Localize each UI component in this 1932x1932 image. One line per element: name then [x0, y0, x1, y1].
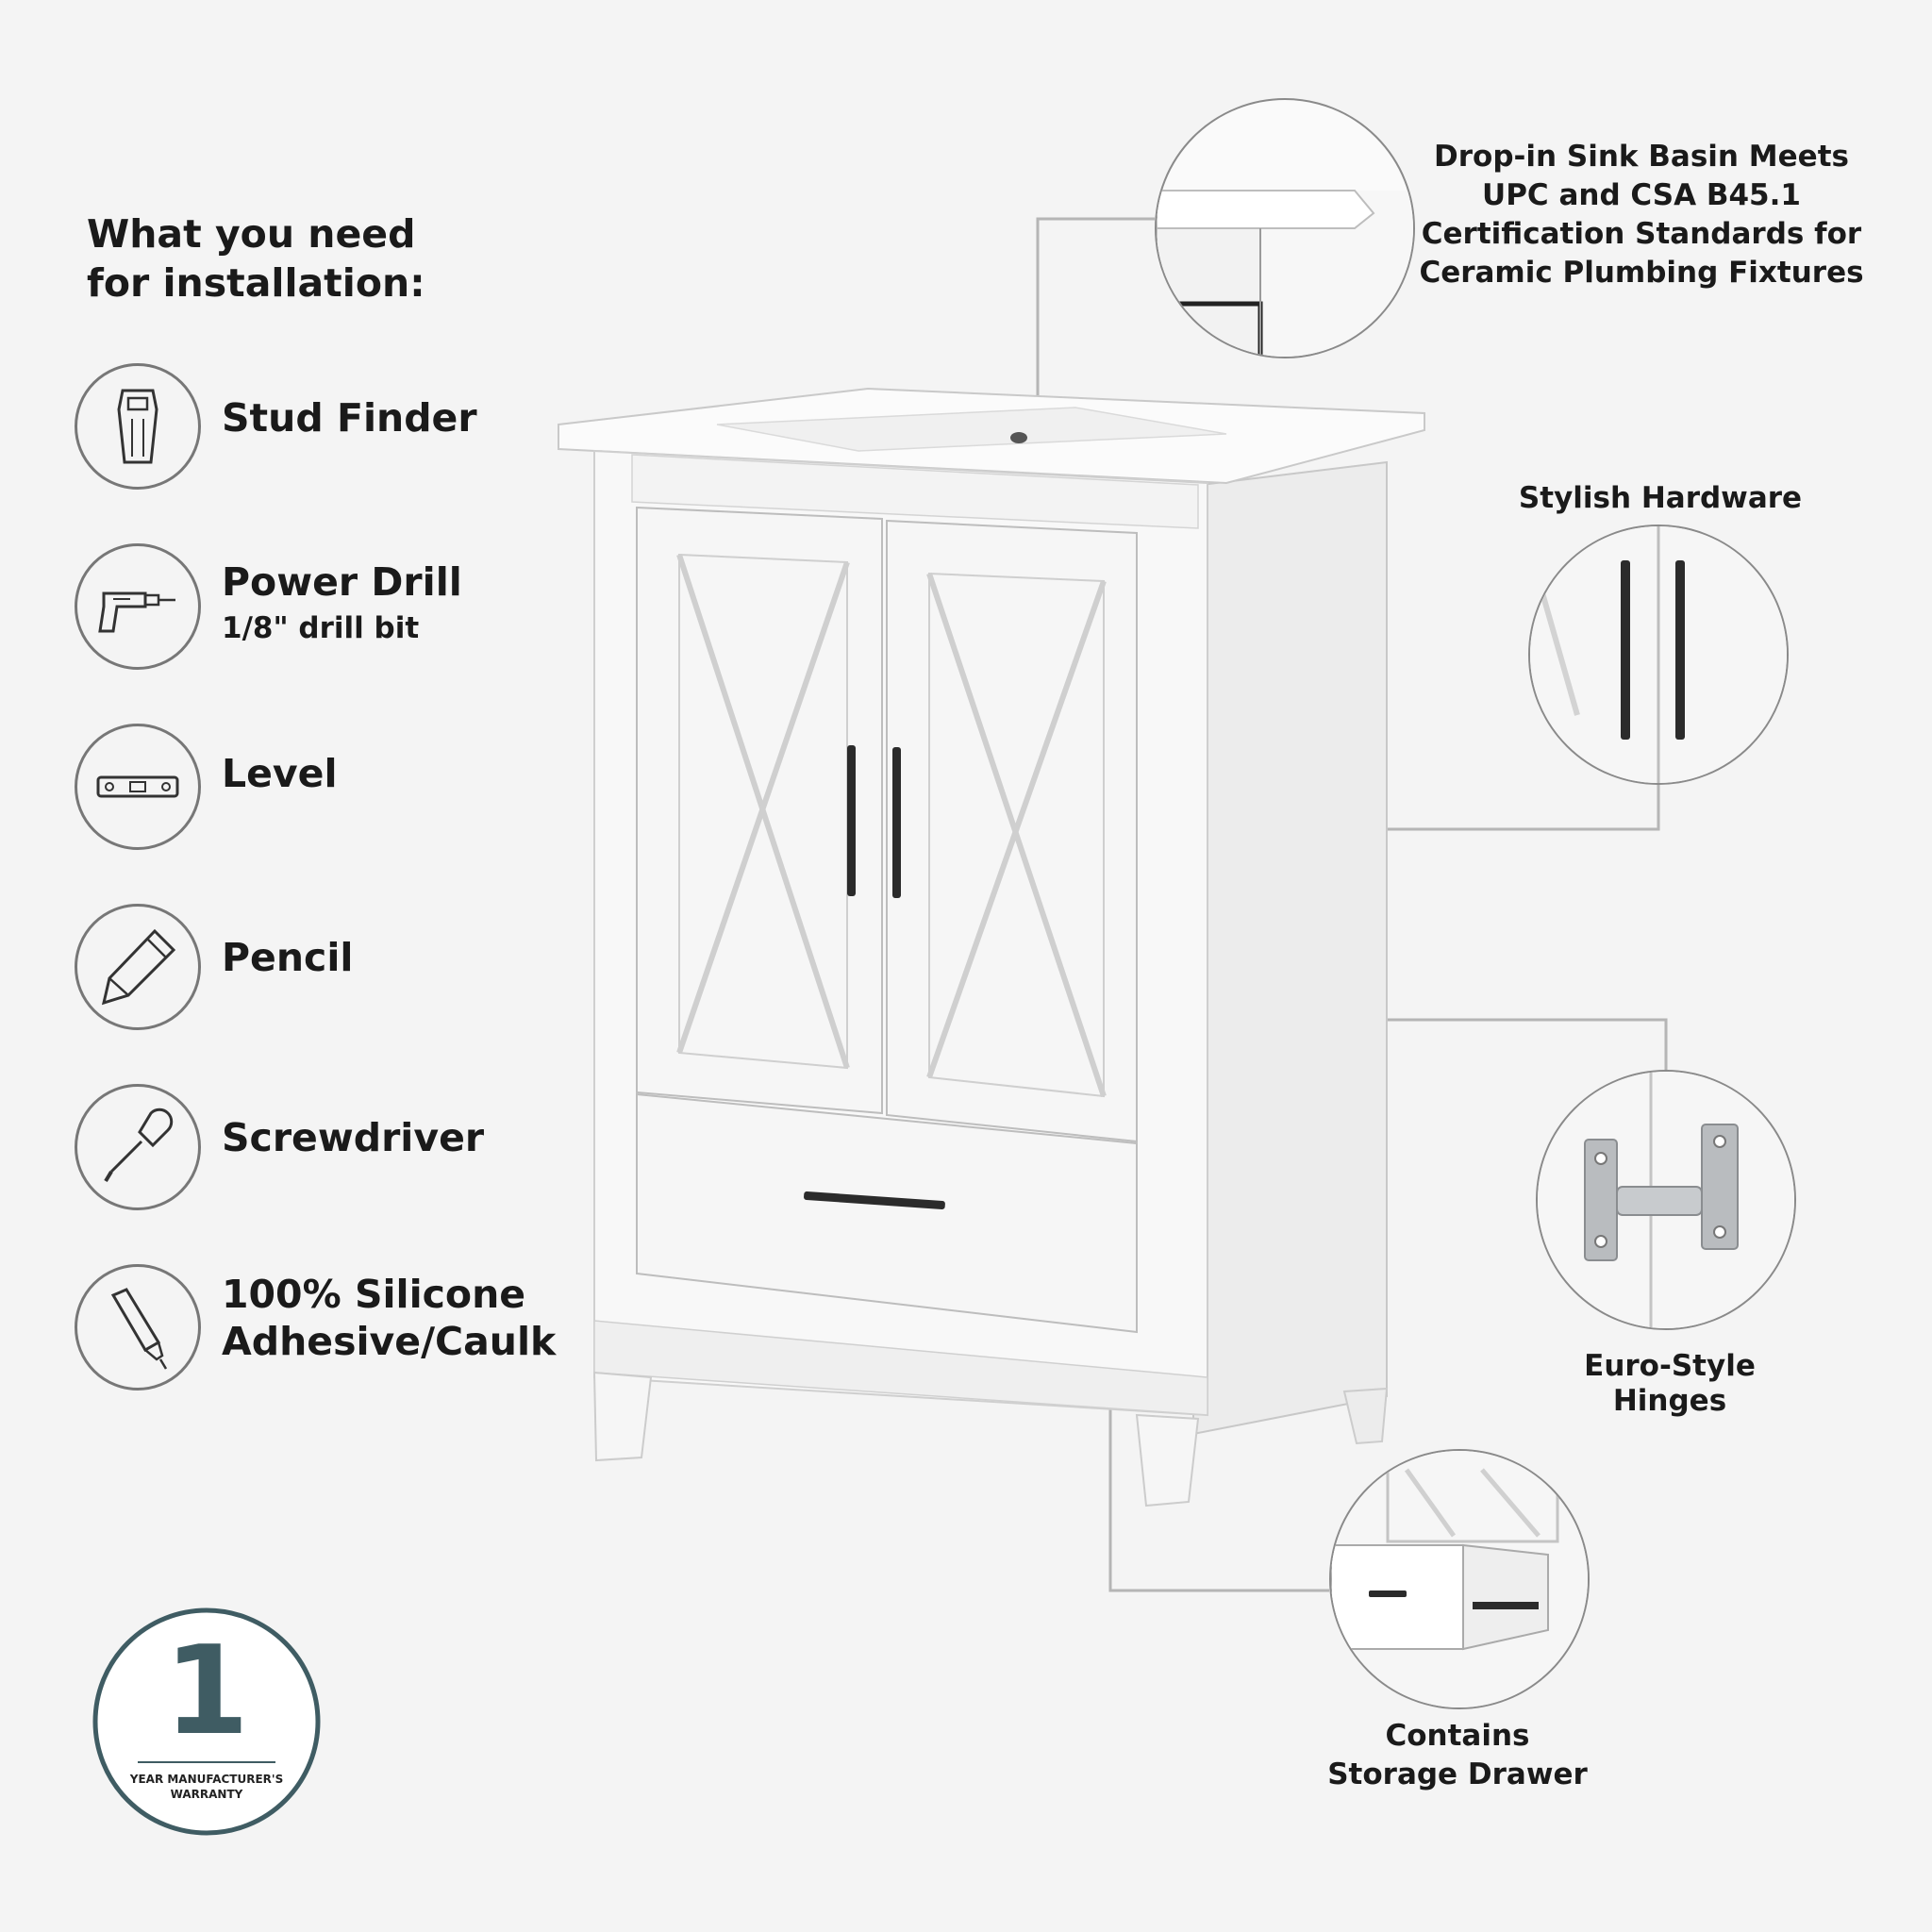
warranty-line-2: WARRANTY [170, 1788, 243, 1801]
hardware-detail-circle [1528, 525, 1789, 785]
drawer-detail-circle [1329, 1449, 1590, 1709]
warranty-line-1: YEAR MANUFACTURER'S [129, 1773, 284, 1786]
stud-finder-badge [75, 363, 201, 490]
right-door-handle [892, 747, 901, 898]
tool-label-power-drill: Power Drill [222, 559, 462, 605]
sink-text-line-1: Drop-in Sink Basin Meets [1434, 140, 1849, 174]
right-door [886, 519, 1138, 1143]
tool-label-caulk-line-1: 100% Silicone [222, 1272, 526, 1317]
sink-text-line-4: Ceramic Plumbing Fixtures [1419, 256, 1864, 290]
door-pull-handles-icon [1530, 526, 1787, 783]
caulk-badge [75, 1264, 201, 1391]
leg-back-right [1342, 1387, 1389, 1445]
hinges-text-line-2: Hinges [1612, 1384, 1727, 1418]
hinges-text-line-1: Euro-Style [1584, 1349, 1756, 1383]
tool-label-pencil: Pencil [222, 935, 354, 980]
sink-text-line-2: UPC and CSA B45.1 [1482, 178, 1801, 212]
left-door-handle [847, 745, 856, 896]
screwdriver-badge [75, 1084, 201, 1210]
vanity-illustration [558, 387, 1425, 1507]
tool-sublabel-drill-bit: 1/8" drill bit [222, 611, 420, 645]
hinges-feature-text: Euro-Style Hinges [1509, 1349, 1830, 1419]
level-icon [96, 775, 179, 798]
power-drill-text: Power Drill 1/8" drill bit [222, 558, 462, 645]
drawer-handle [804, 1191, 945, 1210]
leg-front-left [592, 1371, 653, 1462]
screwdriver-icon [104, 1108, 174, 1183]
drawer-feature-text: Contains Storage Drawer [1297, 1717, 1618, 1794]
power-drill-icon [98, 591, 175, 633]
warranty-caption: YEAR MANUFACTURER'S WARRANTY [91, 1772, 323, 1802]
tool-label-caulk-line-2: Adhesive/Caulk [222, 1319, 557, 1364]
sink-detail-circle [1155, 98, 1415, 358]
power-drill-badge [75, 543, 201, 670]
drawer-front [636, 1092, 1138, 1334]
installation-heading: What you need for installation: [87, 209, 425, 308]
sink-edge-icon [1157, 190, 1413, 357]
drawer-text-line-1: Contains [1385, 1719, 1530, 1753]
pencil-icon [101, 928, 176, 1006]
warranty-ring-icon [92, 1607, 321, 1836]
hinges-detail-circle [1536, 1070, 1796, 1330]
heading-line-1: What you need [87, 211, 416, 257]
euro-hinge-icon [1538, 1072, 1794, 1328]
hardware-feature-text: Stylish Hardware [1518, 481, 1803, 515]
heading-line-2: for installation: [87, 260, 425, 306]
leader-sink [1036, 217, 1155, 444]
caulk-icon [110, 1288, 168, 1370]
level-badge [75, 724, 201, 850]
pencil-badge [75, 904, 201, 1030]
sink-feature-text: Drop-in Sink Basin Meets UPC and CSA B45… [1396, 138, 1887, 292]
tool-label-level: Level [222, 751, 338, 796]
stud-finder-icon [117, 389, 158, 464]
open-drawer-icon [1331, 1451, 1588, 1707]
leg-front-right [1135, 1413, 1200, 1507]
tool-label-screwdriver: Screwdriver [222, 1115, 485, 1160]
warranty-number: 1 [163, 1619, 250, 1762]
tool-label-stud-finder: Stud Finder [222, 395, 477, 441]
warranty-badge: 1 YEAR MANUFACTURER'S WARRANTY [91, 1606, 323, 1838]
drawer-text-line-2: Storage Drawer [1327, 1757, 1588, 1791]
sink-text-line-3: Certification Standards for [1421, 217, 1862, 251]
caulk-text: 100% Silicone Adhesive/Caulk [222, 1271, 556, 1365]
